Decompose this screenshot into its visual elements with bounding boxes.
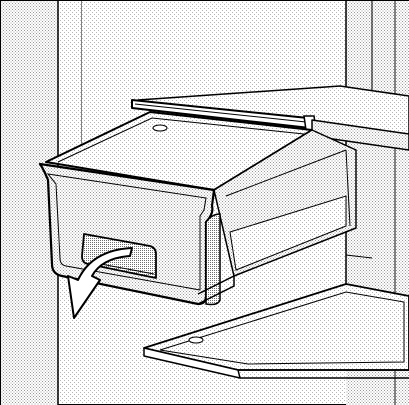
lower-glass-shelf xyxy=(143,283,409,379)
pull-direction-arrow xyxy=(67,247,133,319)
